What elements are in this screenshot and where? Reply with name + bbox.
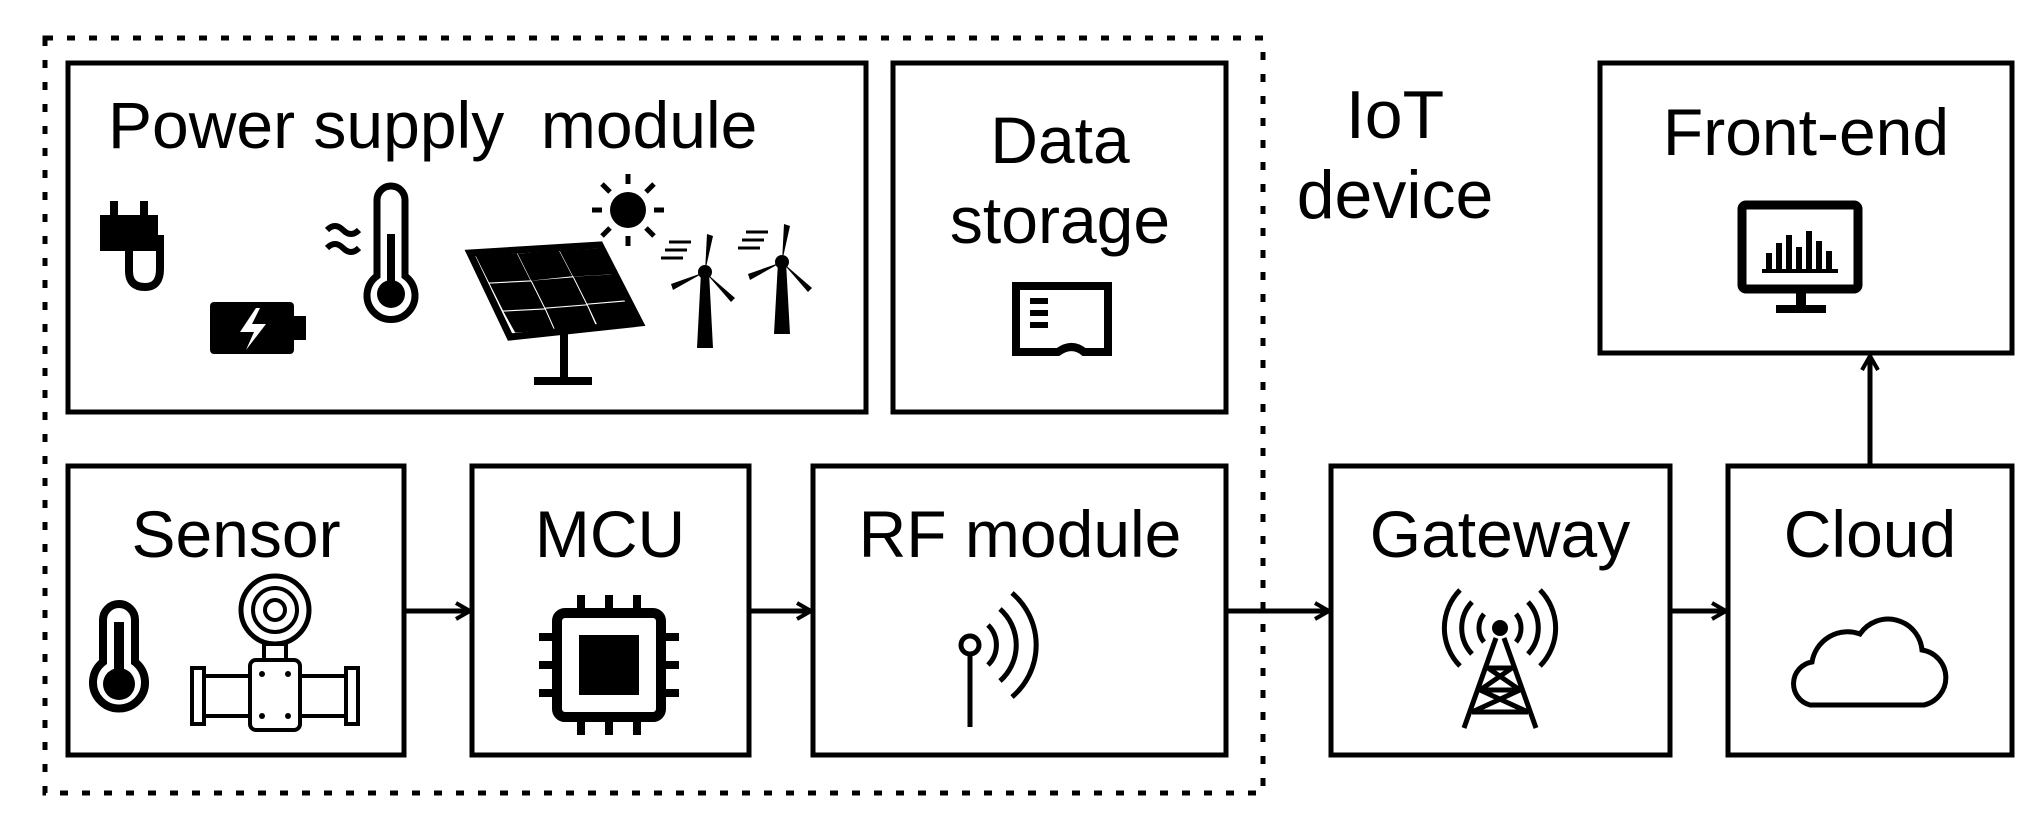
- cloud-label: Cloud: [1784, 497, 1956, 571]
- plug-icon: [100, 201, 164, 292]
- pressure-gauge-icon: [190, 573, 360, 732]
- thermometer-heat-icon: [324, 182, 419, 323]
- gateway-label: Gateway: [1370, 497, 1630, 571]
- sensor-label: Sensor: [131, 497, 340, 571]
- gateway-block: Gateway: [1328, 463, 1673, 758]
- cloud-icon: [1791, 616, 1949, 708]
- front-end-block: Front-end: [1597, 60, 2015, 356]
- rf-module-block: RF module: [810, 463, 1229, 758]
- power-supply-label: Power supply module: [108, 88, 757, 162]
- rf-module-label: RF module: [859, 497, 1182, 571]
- chip-icon: [539, 595, 679, 735]
- data-storage-label: Data: [990, 103, 1130, 177]
- wind-turbine-icon: [738, 224, 812, 334]
- iot-device-label-line2: device: [1297, 157, 1494, 233]
- mcu-label: MCU: [535, 497, 685, 571]
- thermometer-icon: [89, 600, 149, 713]
- cloud-block: Cloud: [1725, 463, 2015, 758]
- sun-icon: [592, 174, 664, 246]
- mcu-block: MCU: [469, 463, 752, 758]
- iot-device-label: IoT: [1346, 77, 1444, 153]
- sensor-block: Sensor: [65, 463, 407, 758]
- wind-turbine-icon: [661, 234, 735, 348]
- solar-panel-icon: [464, 241, 646, 385]
- power-supply-module: Power supply module: [65, 60, 869, 415]
- sd-card-icon: [1012, 282, 1112, 356]
- front-end-label: Front-end: [1663, 95, 1949, 169]
- antenna-signal-icon: [958, 591, 1039, 727]
- battery-icon: [210, 302, 306, 354]
- tower-icon: [1441, 588, 1559, 729]
- data-storage-block: Data storage: [890, 60, 1229, 415]
- data-storage-label-line2: storage: [950, 183, 1170, 257]
- monitor-chart-icon: [1737, 200, 1863, 313]
- iot-device-boundary: [42, 35, 1266, 796]
